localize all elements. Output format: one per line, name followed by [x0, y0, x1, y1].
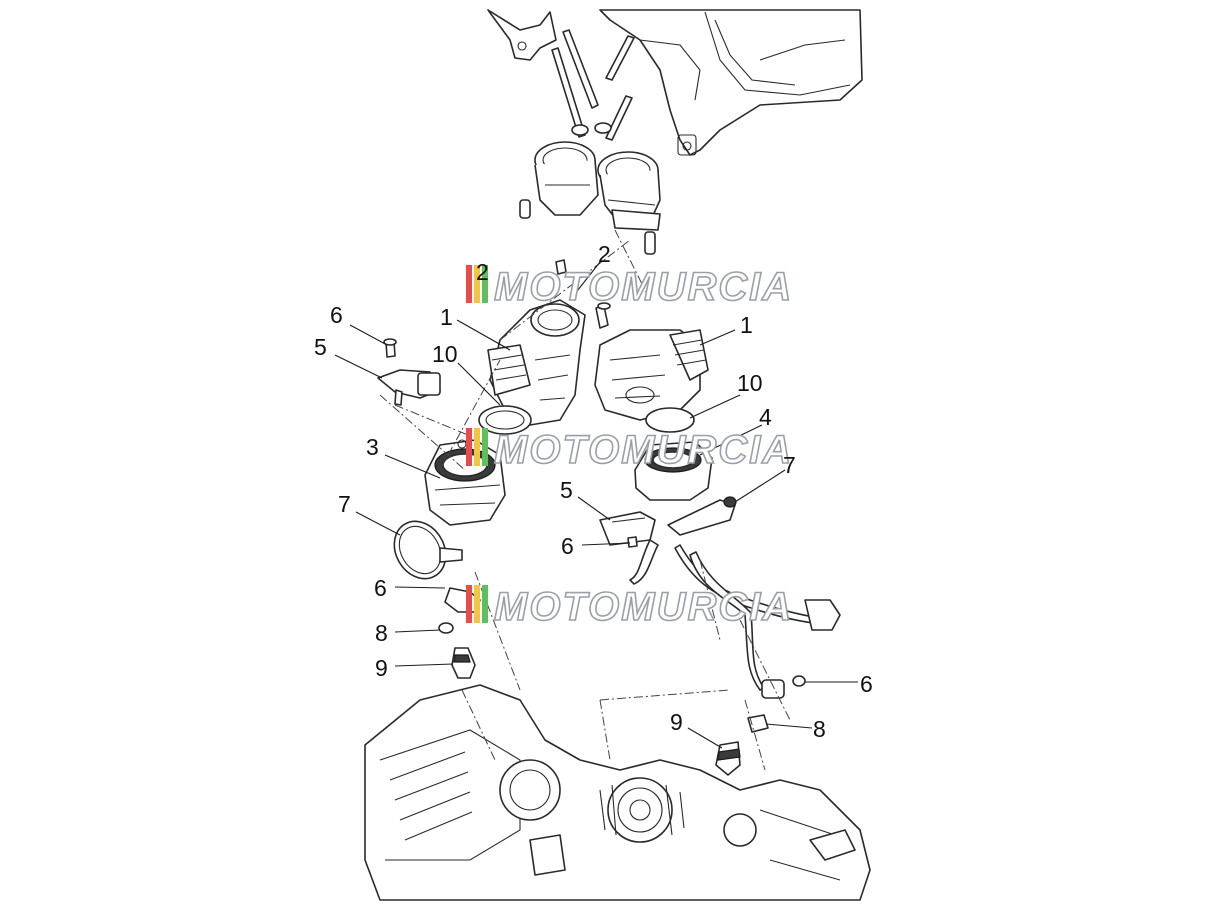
gasket-left	[478, 405, 532, 435]
wiring-harness	[444, 539, 841, 699]
injector-left	[438, 622, 476, 679]
callout-9-left: 9	[375, 655, 388, 681]
callout-6-middle: 6	[561, 533, 574, 559]
callout-7-left: 7	[338, 491, 351, 517]
sensor-left	[377, 338, 441, 406]
top-bracket	[487, 9, 557, 61]
watermark-stripe-green	[482, 585, 488, 623]
callout-5-right: 5	[560, 477, 573, 503]
callout-2-left: 2	[476, 259, 489, 285]
callout-1-left: 1	[440, 304, 453, 330]
intake-flange-right	[634, 441, 713, 501]
callout-9-right: 9	[670, 709, 683, 735]
airbox-housing	[599, 9, 863, 156]
watermark-stripe-yellow	[474, 585, 480, 623]
callout-1-right: 1	[740, 312, 753, 338]
hose-clamp-right	[667, 496, 737, 536]
injector-right	[715, 675, 806, 776]
callout-6-right: 6	[860, 671, 873, 697]
watermark-stripe-yellow	[474, 428, 480, 466]
watermark-stripe-green	[482, 265, 488, 303]
leader-lines	[334, 261, 858, 749]
engine-block	[364, 684, 871, 901]
watermark-text: MOTOMURCIA	[494, 265, 793, 309]
callout-6-lower-left: 6	[374, 575, 387, 601]
callout-5-left: 5	[314, 334, 327, 360]
watermark-stripe-red	[466, 428, 472, 466]
long-bolts	[551, 29, 635, 141]
watermark-stripe-red	[466, 265, 472, 303]
gasket-right	[645, 407, 695, 433]
sensor-right	[599, 511, 656, 548]
watermark-top: MOTOMURCIA	[466, 264, 793, 310]
intake-flange	[424, 439, 506, 526]
watermark-bottom: MOTOMURCIA	[466, 584, 793, 630]
callout-8-right: 8	[813, 716, 826, 742]
watermark-stripe-yellow	[474, 265, 480, 303]
callout-7-right: 7	[783, 452, 796, 478]
callout-3: 3	[366, 434, 379, 460]
watermark-middle: MOTOMURCIA	[466, 427, 793, 473]
callout-10-right: 10	[737, 370, 763, 396]
throttle-body-right	[594, 329, 709, 421]
callout-8-left: 8	[375, 620, 388, 646]
throttle-body-left	[487, 299, 586, 426]
callout-6-top: 6	[330, 302, 343, 328]
watermark-text: MOTOMURCIA	[494, 428, 793, 472]
callout-2-top: 2	[598, 241, 611, 267]
callout-4: 4	[759, 404, 772, 430]
screws	[555, 259, 611, 329]
watermark-stripe-green	[482, 428, 488, 466]
callout-labels: 1 1 2 2 3 4 5 5 6 6 6 6 7 7 8 8 9 9 10 1…	[314, 241, 873, 742]
watermark-text: MOTOMURCIA	[494, 585, 793, 629]
intake-manifolds	[519, 141, 661, 255]
watermark-stripe-red	[466, 585, 472, 623]
callout-10-left: 10	[432, 341, 458, 367]
hose-clamp-left	[393, 520, 463, 580]
alignment-lines	[379, 229, 791, 771]
